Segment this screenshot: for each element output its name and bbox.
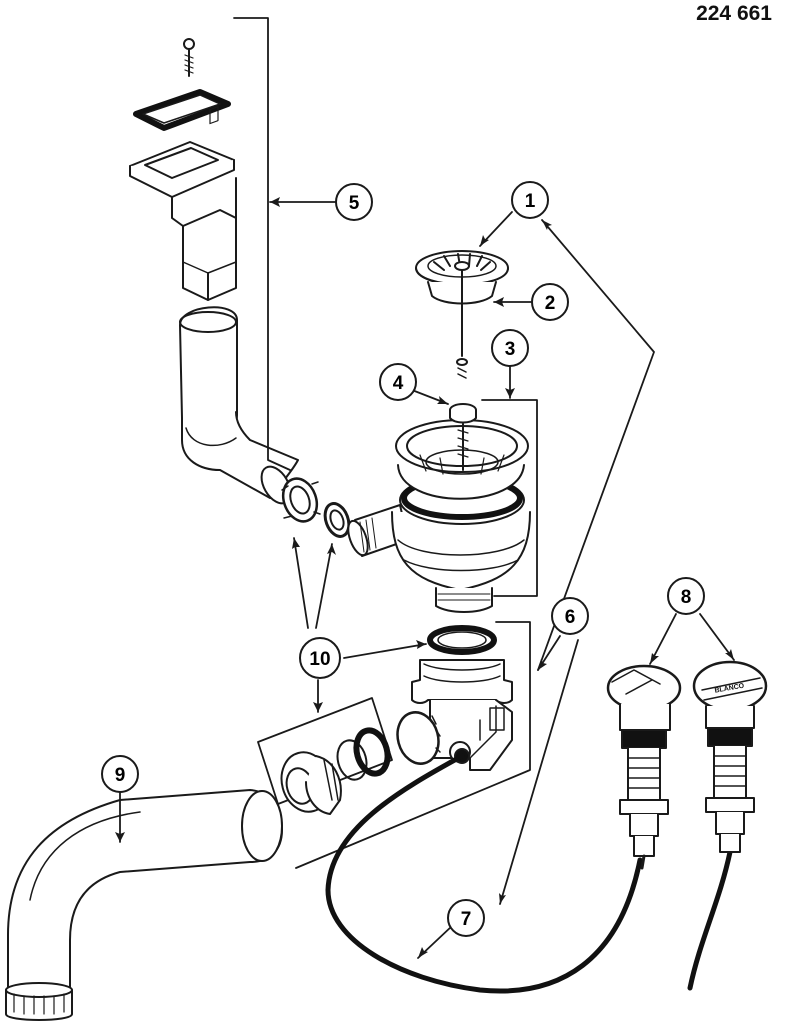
callout-3: 3 (491, 329, 529, 367)
svg-text:2: 2 (545, 293, 556, 314)
overflow-screw (183, 38, 195, 77)
waste-outlet-body (347, 419, 531, 613)
leader-1-long (537, 219, 655, 671)
svg-text:9: 9 (115, 765, 126, 786)
kit-frame (257, 697, 393, 805)
overflow-cover (129, 106, 237, 301)
sealing-ring-trap (427, 625, 497, 655)
callout-4: 4 (379, 363, 417, 401)
bowden-cable (325, 753, 643, 994)
part-number: 224 661 (696, 2, 772, 25)
leader-8-b (699, 613, 735, 661)
callout-6: 6 (551, 597, 589, 635)
strainer-basket (415, 250, 509, 379)
sealing-ring-lower (336, 727, 391, 781)
svg-text:3: 3 (505, 339, 516, 360)
callout-8: 8 (667, 577, 705, 615)
leader-10-b (315, 543, 333, 629)
callout-5: 5 (335, 183, 373, 221)
svg-text:6: 6 (565, 607, 576, 628)
outlet-elbow-pipe (5, 789, 283, 1021)
overflow-gasket (133, 89, 231, 131)
svg-text:5: 5 (349, 193, 360, 214)
operating-knob-right (692, 660, 768, 853)
overflow-inlet-nut (396, 711, 441, 765)
svg-text:1: 1 (525, 191, 536, 212)
trap-body (411, 659, 513, 771)
coupling-nut-upper (281, 477, 321, 523)
sealing-ring-upper (323, 502, 351, 538)
center-bolt (449, 403, 477, 471)
bowden-cable-b (687, 849, 733, 991)
leader-10-c (343, 643, 427, 659)
coupling-nut-lower (280, 751, 342, 815)
svg-text:4: 4 (393, 373, 404, 394)
callout-1: 1 (511, 181, 549, 219)
callout-7: 7 (447, 899, 485, 937)
operating-knob-left (606, 664, 682, 870)
leader-5 (233, 17, 291, 471)
svg-text:10: 10 (309, 649, 330, 670)
callout-9: 9 (101, 755, 139, 793)
leader-6-bracket (295, 621, 531, 869)
svg-text:7: 7 (461, 909, 472, 930)
overflow-pipe (179, 306, 299, 505)
leader-6-to-7 (499, 639, 579, 905)
svg-text:8: 8 (681, 587, 692, 608)
leader-3 (481, 399, 538, 597)
leader-10-a (293, 537, 309, 629)
callout-10: 10 (299, 637, 341, 679)
callout-2: 2 (531, 283, 569, 321)
